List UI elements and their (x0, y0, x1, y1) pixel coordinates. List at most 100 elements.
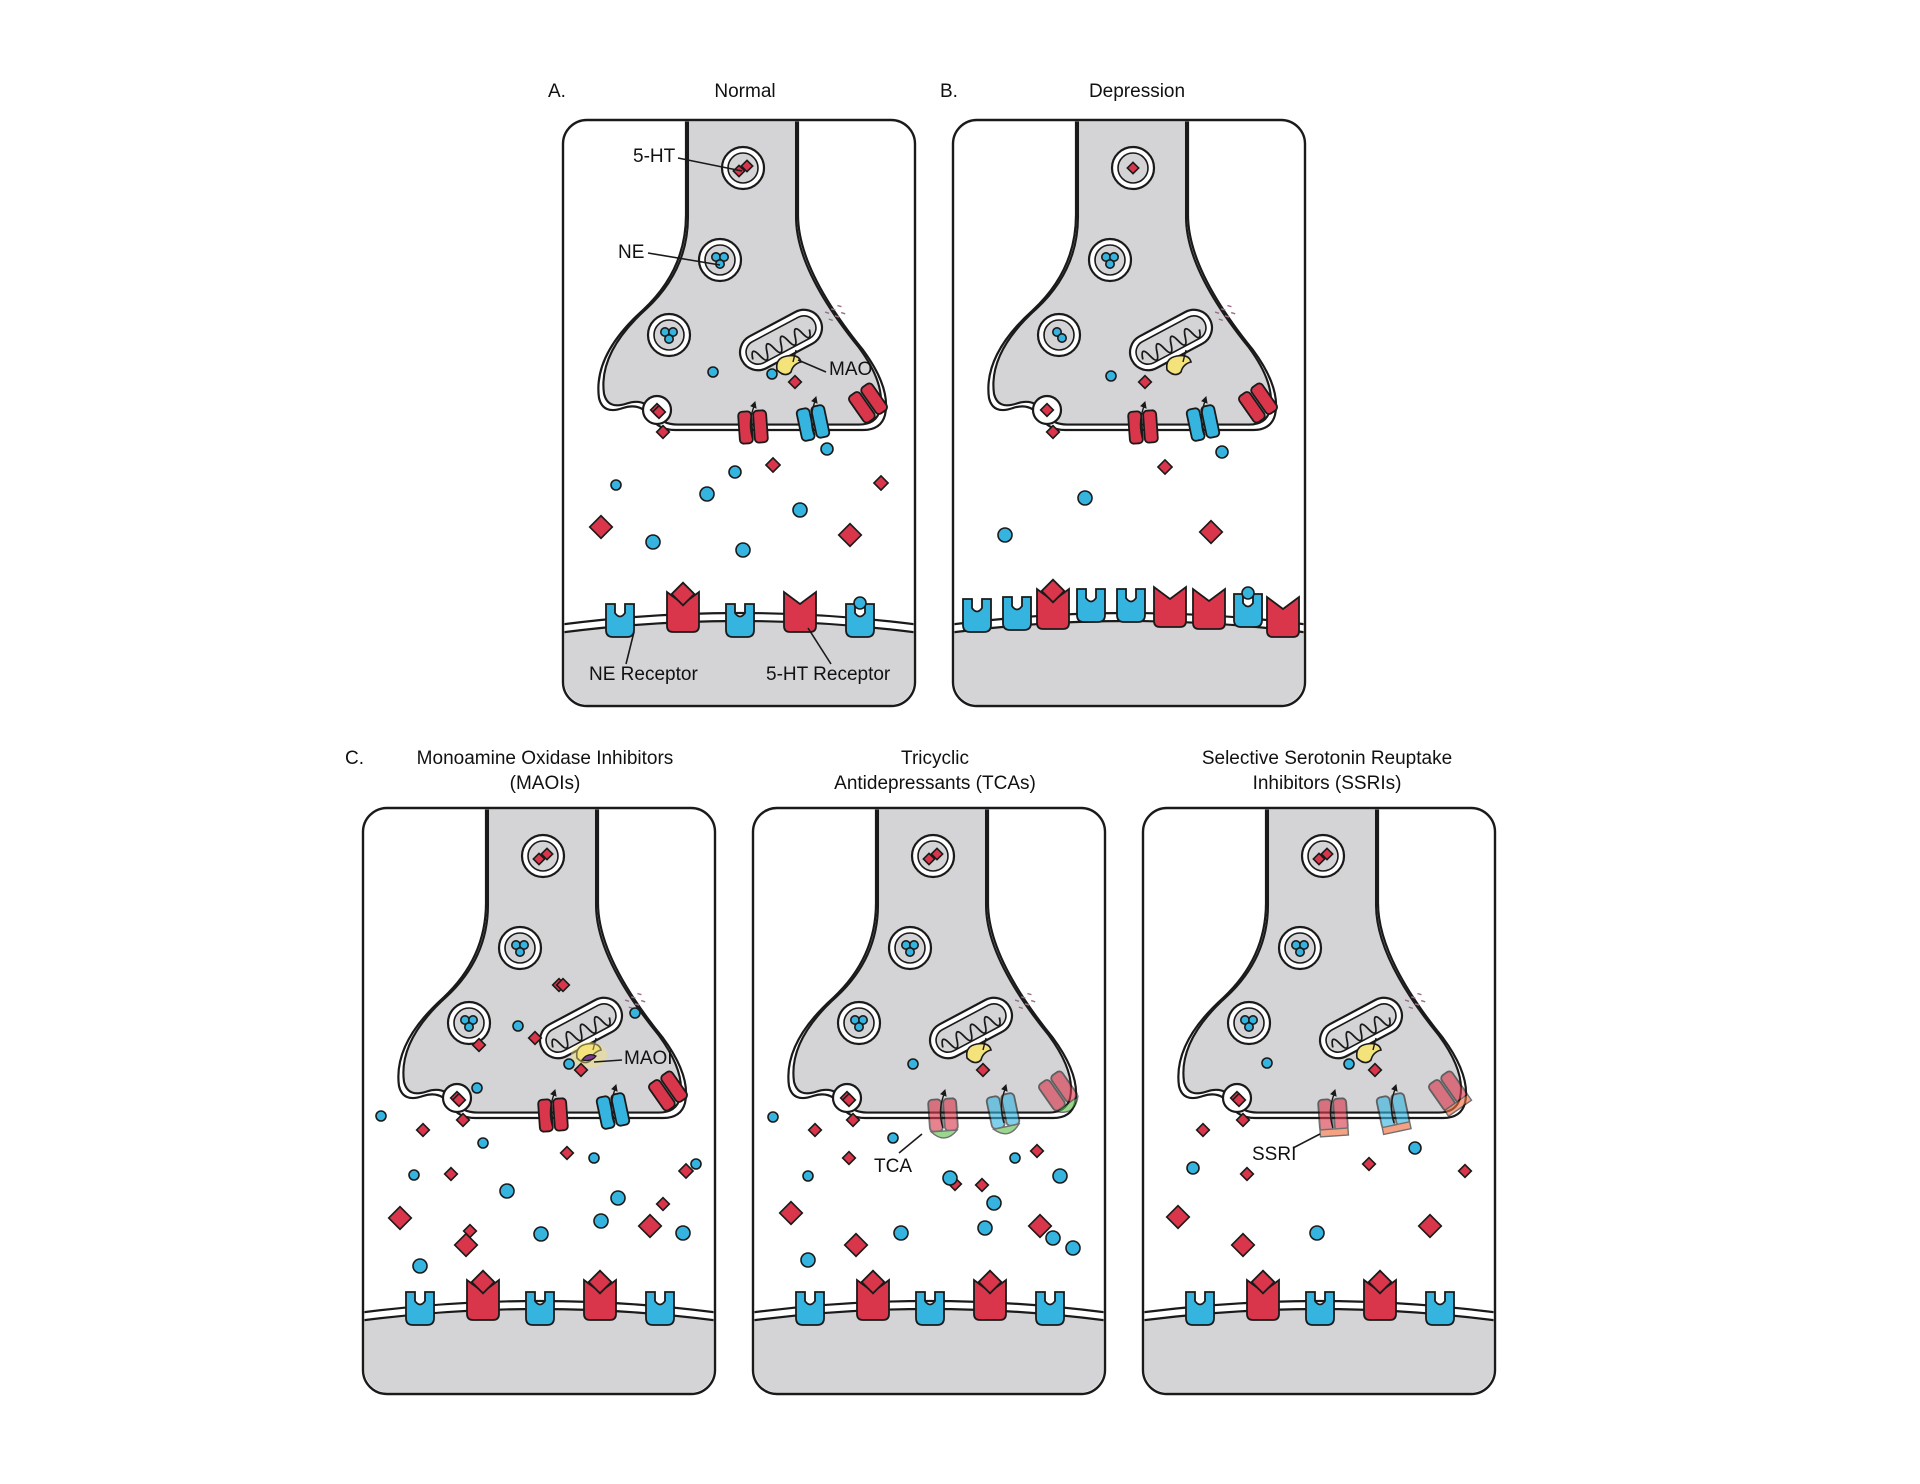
reuptake-arrowhead (550, 1088, 557, 1097)
serotonin-molecule (1126, 161, 1140, 175)
serotonin-transporter (537, 1097, 569, 1133)
degraded-fragment (1024, 1003, 1030, 1006)
bound-serotonin (1250, 1269, 1276, 1295)
ne-transporter (595, 1092, 631, 1130)
serotonin-molecule (415, 1122, 431, 1138)
serotonin-molecule (637, 1213, 663, 1239)
bound-serotonin (587, 1269, 613, 1295)
norepinephrine-molecule (977, 1220, 993, 1236)
ne-receptor (1233, 593, 1263, 628)
norepinephrine-molecule (792, 502, 808, 518)
degraded-fragment (831, 308, 836, 311)
norepinephrine-molecule (707, 366, 719, 378)
ssri-drug (1443, 1093, 1473, 1118)
ne-transporter (795, 404, 831, 442)
norepinephrine-molecule (1186, 1161, 1200, 1175)
serotonin-molecule (922, 852, 936, 866)
mao-arrow (982, 1037, 987, 1051)
norepinephrine-molecule (887, 1132, 899, 1144)
maoi-title-line1: Monoamine Oxidase Inhibitors (416, 748, 674, 769)
reuptake-arrowhead (811, 395, 818, 404)
norepinephrine-molecule (464, 1022, 475, 1033)
ne-receptor-callout-line (625, 631, 635, 665)
ne-transporter (985, 1092, 1021, 1135)
norepinephrine-molecule (533, 1226, 549, 1242)
norepinephrine-molecule (563, 1058, 575, 1070)
norepinephrine-molecule (907, 1058, 919, 1070)
ne-receptor (725, 603, 755, 638)
norepinephrine-molecule (735, 542, 751, 558)
serotonin-molecule (655, 1196, 671, 1212)
norepinephrine-molecule (471, 1082, 483, 1094)
tca-callout-line (898, 1133, 923, 1154)
serotonin-molecule (1156, 458, 1174, 476)
ssri-callout-line (1292, 1133, 1321, 1149)
panel-a-title: Normal (714, 81, 776, 102)
tca-drug (991, 1122, 1021, 1135)
norepinephrine-molecule (1244, 1022, 1255, 1033)
reuptake-arrowhead (750, 400, 757, 409)
serotonin-molecule (1239, 1166, 1255, 1182)
serotonin-molecule (1231, 1092, 1247, 1108)
serotonin-transporter (1238, 382, 1278, 424)
bound-serotonin (1040, 578, 1066, 604)
serotonin-molecule (1045, 424, 1061, 440)
serotonin-molecule (974, 1177, 990, 1193)
degraded-fragment (1411, 996, 1416, 999)
transporter-half (810, 404, 831, 439)
maoi-title-line2: (MAOIs) (509, 773, 581, 794)
transporter-half (610, 1092, 631, 1127)
panel-contents (754, 809, 1104, 1393)
ne-receptor (1002, 596, 1032, 631)
serotonin-transporter (737, 409, 769, 445)
ht-receptor-label: 5-HT Receptor (766, 664, 891, 685)
serotonin-molecule (843, 1232, 869, 1258)
degraded-fragment (634, 1003, 640, 1006)
norepinephrine-molecule (766, 368, 778, 380)
serotonin-transporter (848, 382, 888, 424)
degraded-fragment (624, 999, 630, 1002)
serotonin-molecule (387, 1205, 413, 1231)
serotonin-molecule (787, 374, 803, 390)
degraded-fragment (1417, 992, 1422, 996)
norepinephrine-molecule (593, 1213, 609, 1229)
norepinephrine-molecule (942, 1170, 958, 1186)
degraded-fragment (1027, 992, 1032, 996)
mao-arrow (1182, 349, 1187, 363)
serotonin-receptor (1153, 585, 1187, 628)
mao-callout-line (797, 359, 827, 373)
ne-receptor (1185, 1291, 1215, 1326)
mitochondrion-cristae (551, 1015, 611, 1050)
transporter-half (1332, 1097, 1349, 1132)
mao-arrow (792, 349, 797, 363)
norepinephrine-molecule (986, 1195, 1002, 1211)
panel-tca (751, 806, 1107, 1396)
norepinephrine-molecule (767, 1111, 779, 1123)
serotonin-molecule (1367, 1062, 1383, 1078)
mitochondrion (738, 304, 846, 372)
transporter-half (737, 410, 754, 445)
reuptake-arrowhead (1330, 1088, 1337, 1097)
serotonin-molecule (559, 1145, 575, 1161)
norepinephrine-molecule (1309, 1225, 1325, 1241)
norepinephrine-molecule (1052, 1168, 1068, 1184)
transporter-half (860, 382, 888, 415)
ne-transporter (1185, 404, 1221, 442)
tca-title-line1: Tricyclic (901, 748, 969, 769)
mitochondrion-cristae (1141, 327, 1201, 362)
serotonin-molecule (540, 847, 554, 861)
norepinephrine-molecule (1105, 370, 1117, 382)
norepinephrine-molecule (664, 334, 675, 345)
transporter-half (1142, 409, 1159, 444)
reuptake-arrowhead (1391, 1083, 1398, 1092)
degraded-fragment (1404, 999, 1410, 1002)
mao-enzyme (575, 1042, 602, 1064)
norepinephrine-molecule (1261, 1057, 1273, 1069)
serotonin-molecule (651, 404, 667, 420)
serotonin-molecule (453, 1232, 479, 1258)
mao-enzyme (1355, 1042, 1382, 1064)
degraded-fragment (1014, 999, 1020, 1002)
ssri-drug (1319, 1127, 1350, 1138)
